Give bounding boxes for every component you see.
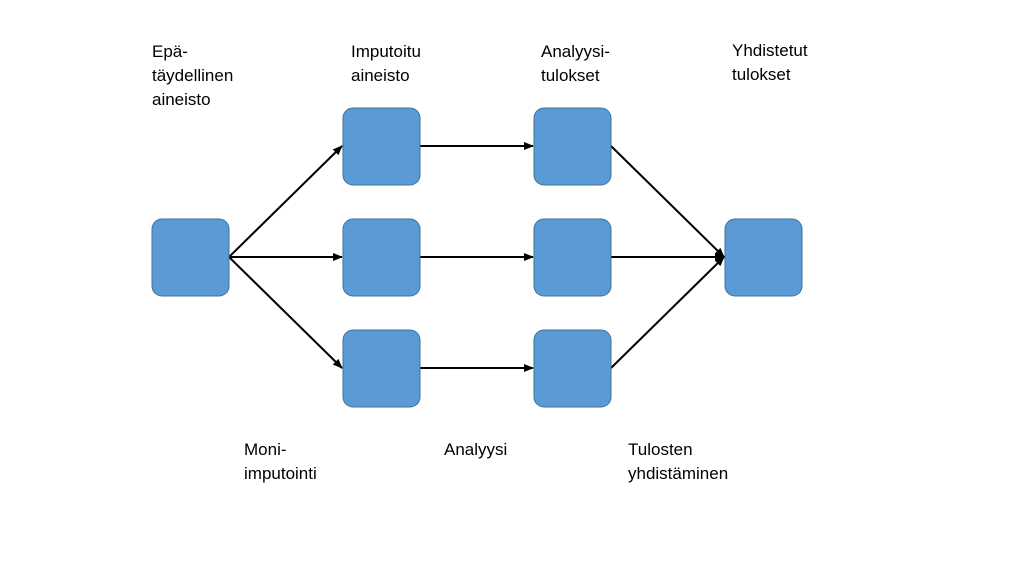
incomplete-data-label: Epä- täydellinen aineisto [152, 42, 234, 109]
analysis-result-box-2 [533, 218, 612, 297]
imputed-data-box-3 [342, 329, 421, 408]
analysis-result-box-3 [533, 329, 612, 408]
arrow-pool-bottom [610, 256, 725, 369]
analysis-label: Analyysi [444, 440, 508, 459]
imputed-data-box-1 [342, 107, 421, 186]
imputed-data-label: Imputoitu aineisto [351, 42, 421, 85]
arrow-split-top [228, 145, 343, 258]
pooling-label: Tulosten yhdistäminen [628, 440, 729, 483]
analysis-results-label: Analyysi- tulokset [541, 42, 610, 85]
analysis-result-box-1 [533, 107, 612, 186]
arrow-split-bottom [228, 256, 343, 369]
combined-results-box [724, 218, 803, 297]
multiple-imputation-label: Moni- imputointi [244, 440, 317, 483]
imputed-data-box-2 [342, 218, 421, 297]
incomplete-data-box [151, 218, 230, 297]
arrow-pool-top [610, 145, 725, 258]
combined-results-label: Yhdistetut tulokset [732, 41, 808, 84]
